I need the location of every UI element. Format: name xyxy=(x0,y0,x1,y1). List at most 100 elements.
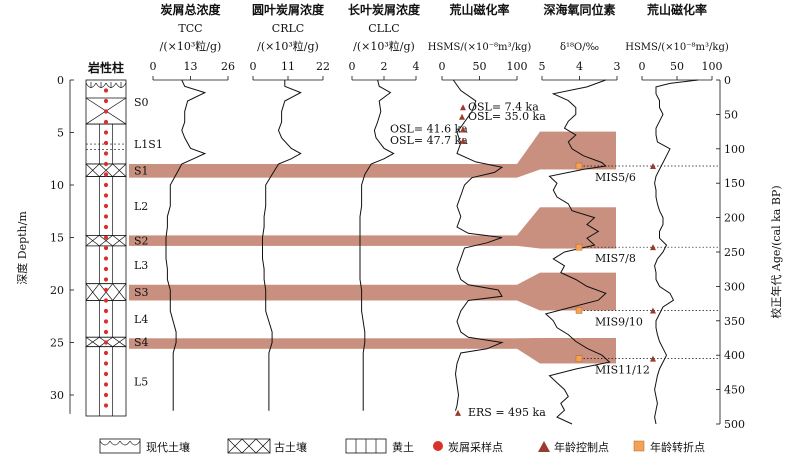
panel-unit: /(×10³粒/g) xyxy=(257,39,319,53)
charcoal-sample-dot xyxy=(103,403,109,408)
panel-unit: HSMS/(×10⁻⁸m³/kg) xyxy=(625,42,729,53)
paleosol-cross xyxy=(85,235,100,247)
series-line xyxy=(452,79,504,411)
legend-label: 年龄转折点 xyxy=(650,440,705,454)
panel-subtitle: CRLC xyxy=(272,22,304,35)
legend-mark xyxy=(119,440,131,446)
panel-unit: HSMS/(×10⁻⁸m³/kg) xyxy=(428,42,532,53)
legend-item-paleosol: 古土壤 xyxy=(227,438,307,454)
panel-tick-label: 13 xyxy=(184,60,198,73)
age-tick-label: 300 xyxy=(724,280,745,293)
charcoal-sample-dot xyxy=(103,182,109,188)
age-tick-label: 100 xyxy=(724,143,745,156)
age-control-point xyxy=(460,137,466,144)
age-turning-point xyxy=(575,243,583,251)
paleosol-cross xyxy=(112,283,127,301)
age-control-point xyxy=(455,409,461,416)
age-tick-label: 250 xyxy=(724,246,745,259)
legend-label: 炭屑采样点 xyxy=(448,440,503,454)
paleosol-cross xyxy=(112,235,127,247)
age-control-point xyxy=(650,163,656,169)
charcoal-sample-dot xyxy=(103,266,109,272)
panel-tick-label: 100 xyxy=(507,60,528,73)
legend-item-charcoal-sample: 炭屑采样点 xyxy=(433,440,503,454)
legend-item-loess: 黄土 xyxy=(345,438,414,454)
legend-swatch xyxy=(433,441,443,451)
panel-tick-label: 5 xyxy=(539,60,546,73)
series-line xyxy=(359,79,395,411)
age-control-point xyxy=(650,355,656,362)
panel-title: 圆叶炭屑浓度 xyxy=(252,2,325,17)
charcoal-sample-dot xyxy=(103,172,109,177)
charcoal-sample-dot xyxy=(103,329,109,335)
legend-mark xyxy=(227,438,243,454)
unit-label-l5: L5 xyxy=(134,375,148,388)
mis-label: MIS11/12 xyxy=(595,364,650,377)
series-line xyxy=(654,79,699,425)
charcoal-sample-dot xyxy=(103,361,109,366)
unit-label-l3: L3 xyxy=(134,259,148,272)
legend-mark xyxy=(99,440,111,446)
charcoal-sample-dot xyxy=(103,203,109,209)
charcoal-sample-dot xyxy=(103,140,109,146)
legend-mark xyxy=(129,440,141,446)
panel-subtitle: TCC xyxy=(178,22,202,35)
charcoal-sample-dot xyxy=(103,371,109,377)
age-control-point xyxy=(650,307,656,314)
charcoal-sample-dot xyxy=(103,308,109,314)
age-control-point xyxy=(650,244,656,251)
charcoal-sample-dot xyxy=(103,340,109,345)
band-age-rect xyxy=(540,207,616,249)
unit-label-s3: S3 xyxy=(134,286,149,299)
age-tick-label: 450 xyxy=(724,384,745,397)
legend-swatch xyxy=(99,438,141,454)
annotation-label: OSL= 7.4 ka xyxy=(468,100,539,113)
charcoal-sample-dot xyxy=(103,319,109,324)
paleosol-cross xyxy=(99,163,113,177)
depth-tick-label: 30 xyxy=(50,389,64,402)
panel-tick-label: 2 xyxy=(381,60,388,73)
age-control-point xyxy=(459,113,465,120)
depth-tick-label: 5 xyxy=(57,127,64,140)
depth-tick-label: 0 xyxy=(57,74,64,87)
band-s3 xyxy=(129,272,616,311)
band-connector xyxy=(517,131,540,178)
annotation-label: OSL= 41.6 ka xyxy=(390,122,468,135)
panel-unit: /(×10³粒/g) xyxy=(353,39,415,53)
depth-axis-label: 深度 Depth/m xyxy=(15,211,29,285)
panel-tick-label: 0 xyxy=(639,60,646,73)
panel-title: 荒山磁化率 xyxy=(448,2,509,17)
panel-tick-label: 50 xyxy=(473,60,487,73)
annotation-label: OSL= 47.7 ka xyxy=(390,134,468,147)
charcoal-sample-dot xyxy=(103,130,109,135)
series-line xyxy=(262,80,302,411)
charcoal-sample-dot xyxy=(103,193,109,198)
unit-label-s0: S0 xyxy=(134,96,149,109)
panel-title: 长叶炭屑浓度 xyxy=(348,2,421,17)
paleosol-cross xyxy=(112,163,127,177)
panel-tick-label: 50 xyxy=(670,60,684,73)
charcoal-sample-dot xyxy=(103,88,109,93)
panel-subtitle: CLLC xyxy=(368,22,399,35)
panel-tick-label: 100 xyxy=(702,60,723,73)
lithology-unit-s2 xyxy=(85,234,127,247)
age-turning-point xyxy=(575,162,583,170)
unit-label-l4: L4 xyxy=(134,313,148,326)
paleosol-cross xyxy=(99,283,113,301)
panel-tick-label: 3 xyxy=(614,60,621,73)
panel-tick-label: 11 xyxy=(281,60,295,73)
age-tick-label: 0 xyxy=(724,74,731,87)
charcoal-sample-dot xyxy=(103,161,109,167)
paleosol-cross xyxy=(85,283,100,301)
legend-label: 黄土 xyxy=(392,440,414,454)
band-s4 xyxy=(129,338,616,364)
unit-label-s4: S4 xyxy=(134,336,149,349)
age-turning-point xyxy=(575,307,583,314)
age-tick-label: 500 xyxy=(724,418,745,431)
